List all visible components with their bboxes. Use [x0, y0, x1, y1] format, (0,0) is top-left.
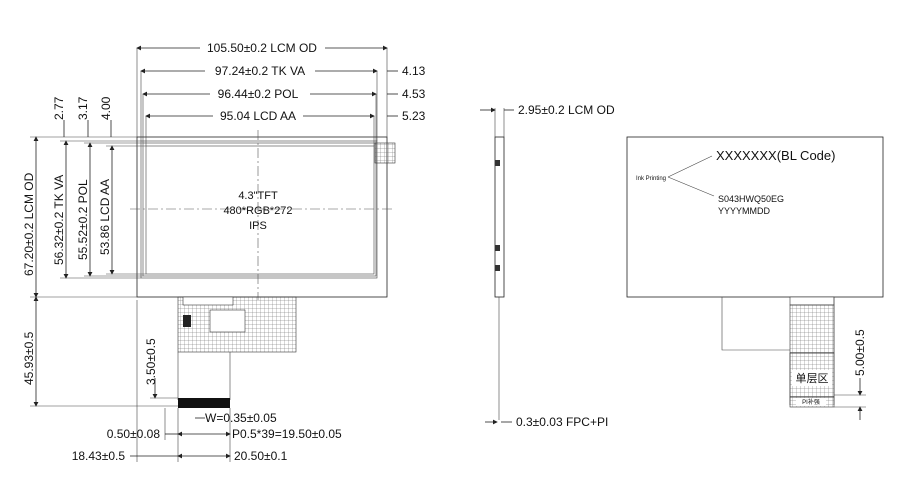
left-offset: 18.43±0.5: [72, 449, 126, 463]
fpc-offset: 3.50±0.5: [144, 338, 158, 385]
part-number: S043HWQ50EG: [718, 194, 784, 204]
width-pol: 96.44±0.2 POL: [218, 87, 299, 101]
center-text-2: 480*RGB*272: [223, 205, 292, 217]
ink-printing: Ink Printing: [636, 176, 666, 182]
top-offset-2: 3.17: [76, 96, 90, 120]
pitch-dimension: P0.5*39=19.50±0.05: [232, 427, 342, 441]
lcm-outline: [136, 136, 388, 298]
width-lcd-aa: 95.04 LCD AA: [220, 109, 296, 123]
back-fpc-tab: [789, 296, 835, 306]
fpc-mark: [183, 315, 191, 327]
fpc-length: 45.93±0.5: [22, 331, 36, 385]
back-body: [626, 136, 884, 298]
fpc-thickness: 0.3±0.03 FPC+PI: [516, 415, 608, 429]
fpc-tail: [177, 352, 231, 400]
side-view: 2.95±0.2 LCM OD 0.3±0.03 FPC+PI: [480, 103, 615, 429]
right-offset-1: 4.13: [402, 64, 426, 78]
back-fpc-grid: [789, 304, 835, 354]
center-text-3: IPS: [249, 220, 267, 232]
pol-outline: [142, 142, 377, 277]
top-offset-1: 2.77: [52, 96, 66, 120]
center-text-1: 4.3"TFT: [238, 190, 278, 202]
back-view: XXXXXXX(BL Code) Ink Printing S043HWQ50E…: [626, 136, 884, 420]
side-thickness: 2.95±0.2 LCM OD: [518, 103, 615, 117]
width-tk-va: 97.24±0.2 TK VA: [215, 64, 305, 78]
height-lcd-aa: 53.86 LCD AA: [98, 179, 112, 255]
right-offset-2: 4.53: [402, 87, 426, 101]
height-tk-va: 56.32±0.2 TK VA: [52, 175, 66, 265]
single-layer-label: 单层区: [796, 372, 829, 385]
height-pol: 55.52±0.2 POL: [76, 179, 90, 260]
edge-dimension: 0.50±0.08: [107, 427, 161, 441]
bl-code: XXXXXXX(BL Code): [716, 148, 835, 163]
width-lcm-od: 105.50±0.2 LCM OD: [207, 41, 317, 55]
lcd-aa-outline: [145, 145, 375, 275]
fpc-width: 20.50±0.1: [234, 449, 288, 463]
right-offset-3: 5.23: [402, 109, 426, 123]
fpc-tab: [182, 296, 234, 306]
tk-va-outline: [140, 140, 378, 279]
fpc-chip: [209, 309, 246, 333]
top-connector: [374, 142, 396, 164]
pi-stiffener-label: PI补强: [802, 398, 820, 406]
fpc-contacts: [178, 398, 230, 408]
stiffener-length: 5.00±0.5: [853, 329, 867, 376]
pin-width: W=0.35±0.05: [205, 411, 277, 425]
date-code: YYYYMMDD: [718, 206, 771, 216]
height-lcm-od: 67.20±0.2 LCM OD: [22, 172, 36, 276]
side-body: [494, 136, 505, 298]
front-view: 4.3"TFT 480*RGB*272 IPS 105.50±0.2 LCM O…: [22, 40, 426, 463]
top-offset-3: 4.00: [99, 96, 113, 120]
